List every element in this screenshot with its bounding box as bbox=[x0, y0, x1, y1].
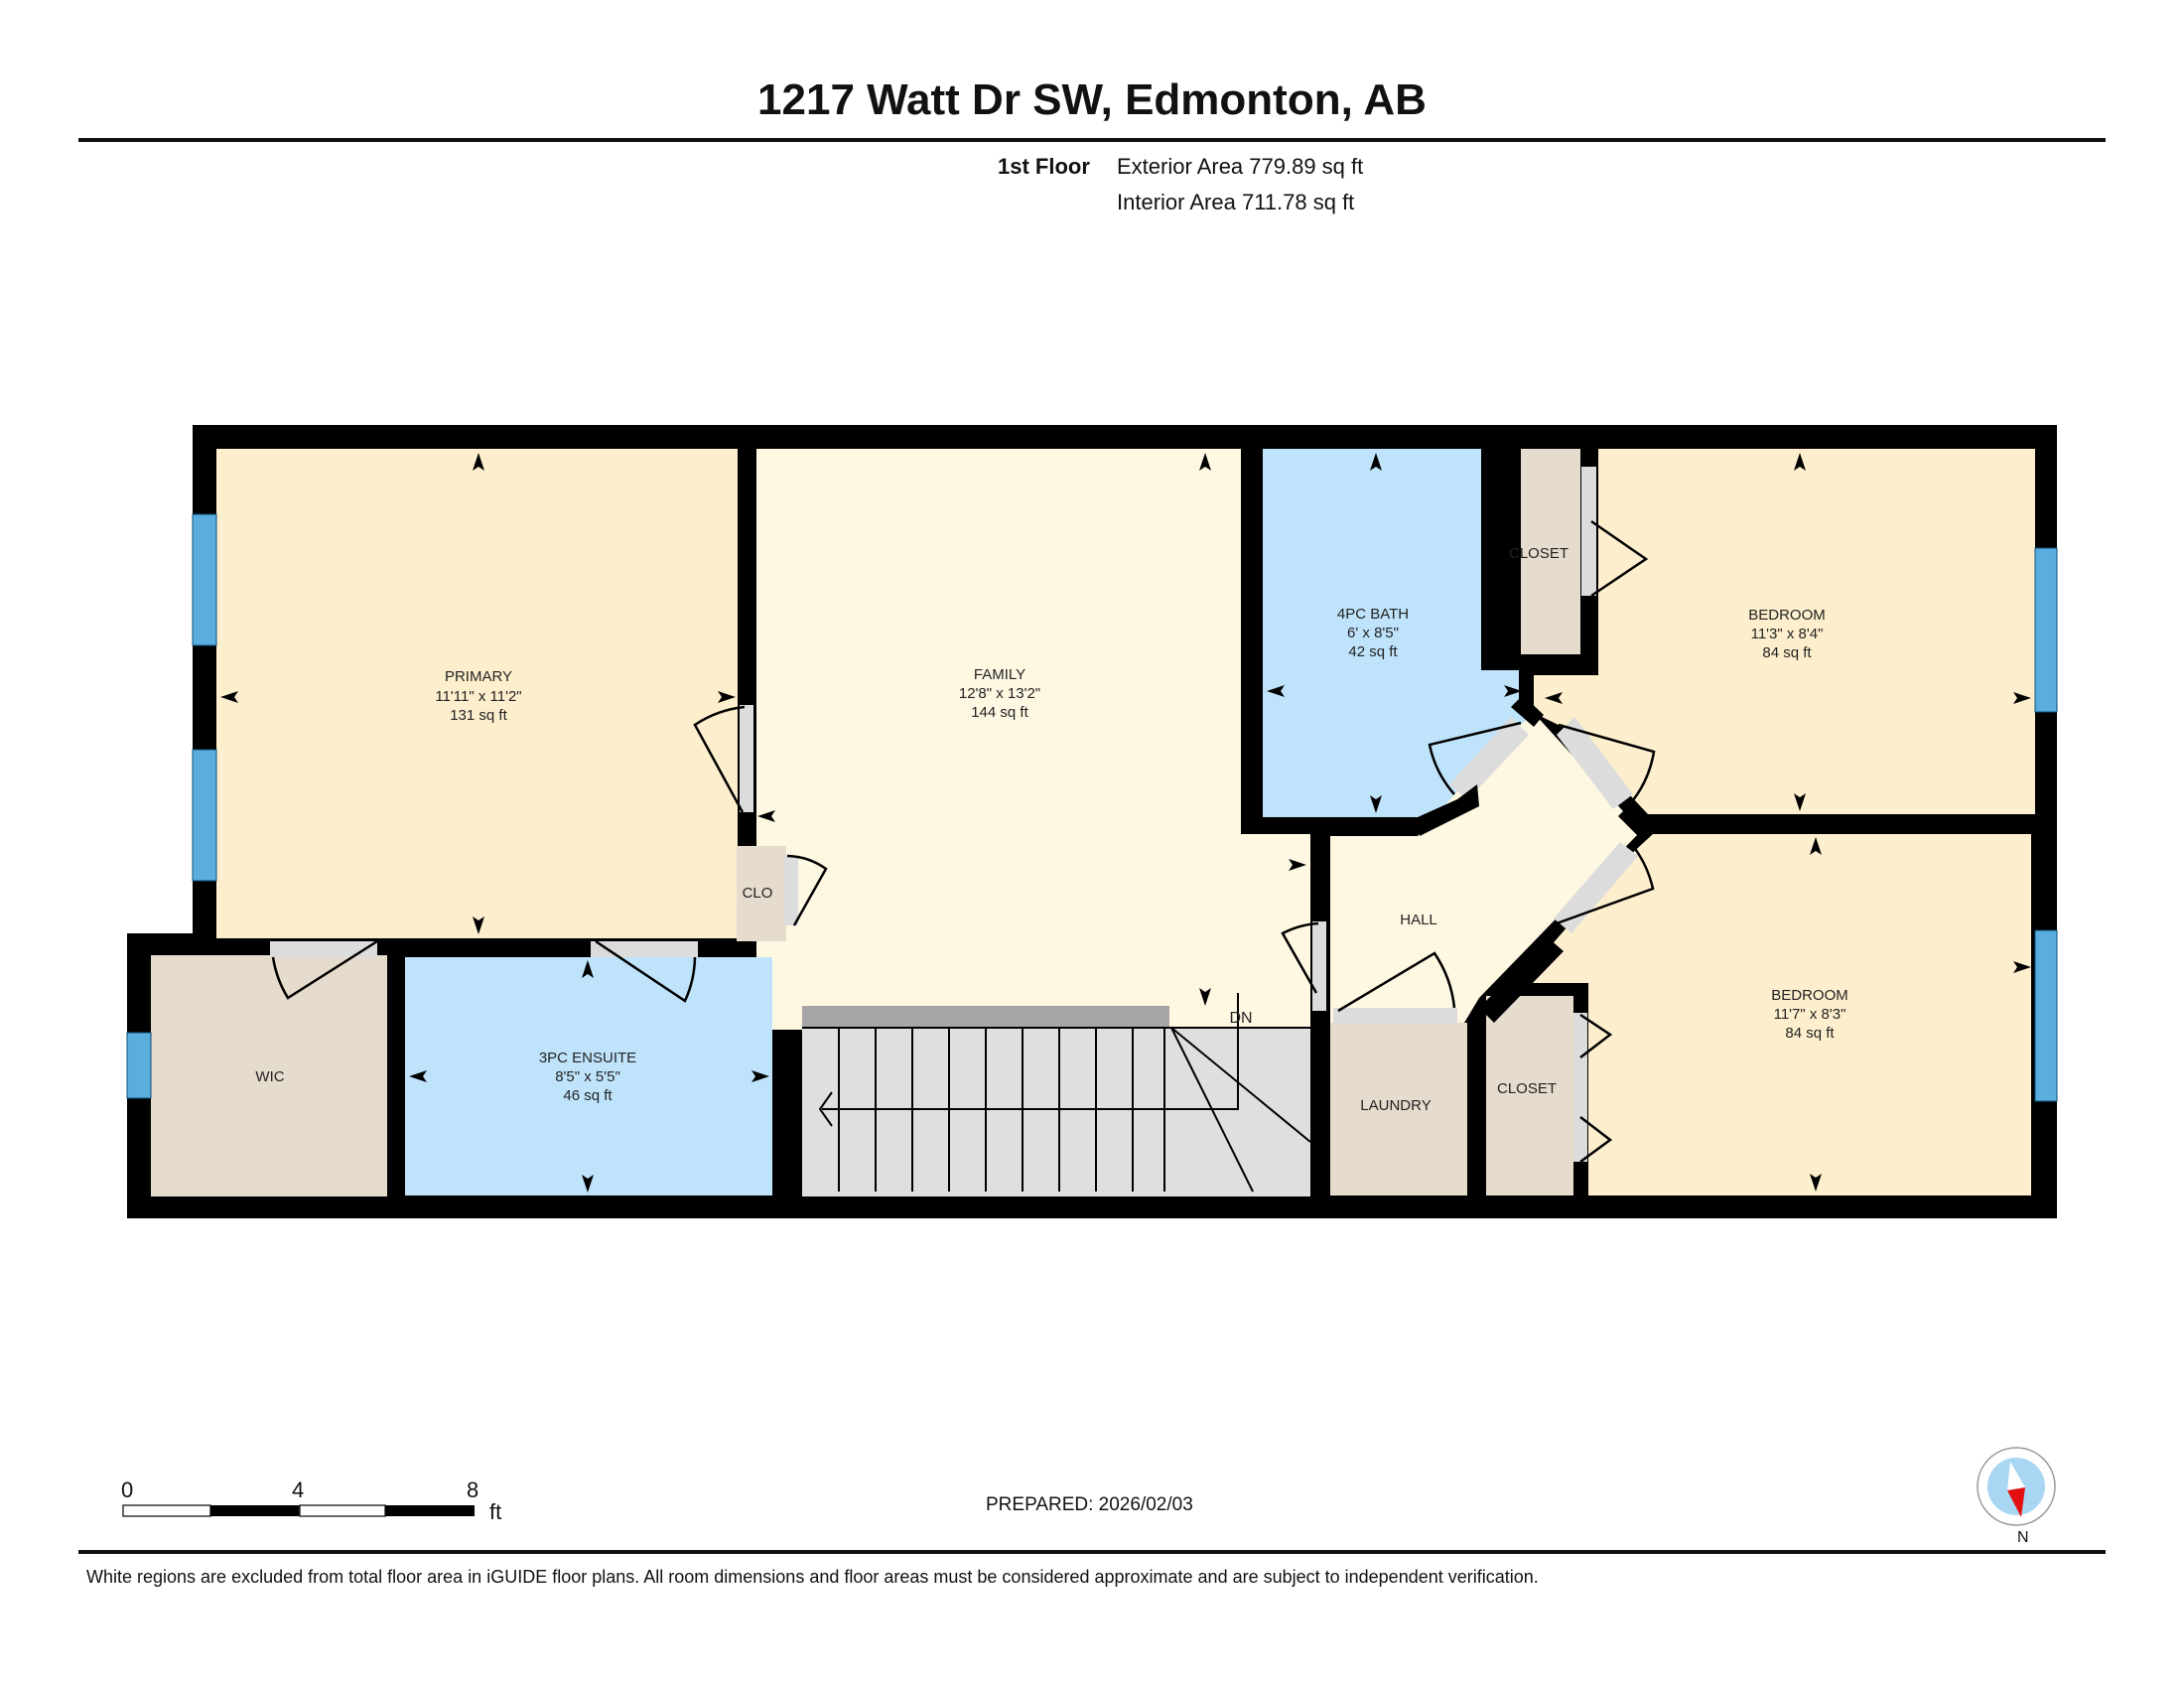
room-3pc-ensuite bbox=[405, 957, 772, 1196]
room-clo bbox=[737, 846, 786, 941]
window-primary-1 bbox=[192, 513, 217, 646]
footer-divider bbox=[78, 1550, 2106, 1554]
svg-text:HALL: HALL bbox=[1400, 912, 1437, 928]
dimension-markers bbox=[220, 453, 2031, 1193]
compass-north-label: N bbox=[2017, 1529, 2029, 1546]
room-bedroom-1 bbox=[1534, 449, 2035, 814]
svg-text:84 sq ft: 84 sq ft bbox=[1762, 644, 1812, 661]
stairs: DN bbox=[802, 993, 1311, 1193]
ensuite-dims: 8'5" x 5'5" bbox=[555, 1068, 620, 1085]
svg-text:42 sq ft: 42 sq ft bbox=[1348, 643, 1398, 660]
wic-name: WIC bbox=[255, 1068, 284, 1085]
exterior-area: Exterior Area 779.89 sq ft bbox=[1117, 154, 1364, 179]
hall-name: HALL bbox=[1400, 912, 1437, 928]
scale-unit: ft bbox=[489, 1499, 502, 1524]
stair-rail bbox=[802, 1006, 1169, 1028]
room-primary bbox=[216, 449, 738, 938]
floor-label: 1st Floor bbox=[998, 154, 1090, 179]
svg-text:CLOSET: CLOSET bbox=[1509, 545, 1569, 562]
family-dims: 12'8" x 13'2" bbox=[959, 685, 1040, 702]
closet-top-name: CLOSET bbox=[1509, 545, 1569, 562]
svg-text:4PC BATH: 4PC BATH bbox=[1337, 606, 1409, 623]
svg-text:FAMILY: FAMILY bbox=[974, 666, 1025, 683]
closet-bottom-name: CLOSET bbox=[1497, 1080, 1557, 1097]
svg-text:CLOSET: CLOSET bbox=[1497, 1080, 1557, 1097]
bedroom2-name: BEDROOM bbox=[1771, 987, 1848, 1004]
windows bbox=[126, 513, 2058, 1102]
scale-bar bbox=[122, 1504, 475, 1517]
bedroom2-dims: 11'7" x 8'3" bbox=[1774, 1006, 1846, 1023]
svg-text:12'8" x 13'2": 12'8" x 13'2" bbox=[959, 685, 1040, 702]
svg-text:11'11" x 11'2": 11'11" x 11'2" bbox=[435, 688, 521, 705]
room-closet-bottom bbox=[1486, 996, 1573, 1196]
scale-tick-8: 8 bbox=[467, 1477, 479, 1502]
svg-text:8'5" x 5'5": 8'5" x 5'5" bbox=[555, 1068, 620, 1085]
bedroom1-dims: 11'3" x 8'4" bbox=[1751, 626, 1824, 642]
window-primary-2 bbox=[192, 749, 217, 882]
svg-text:46 sq ft: 46 sq ft bbox=[563, 1087, 613, 1104]
room-labels: PRIMARY 11'11" x 11'2" 131 sq ft FAMILY … bbox=[255, 545, 1847, 1114]
scale-tick-4: 4 bbox=[292, 1477, 305, 1502]
room-hall bbox=[1330, 713, 1638, 1023]
stairs-dn-label: DN bbox=[1229, 1010, 1252, 1027]
clo-name: CLO bbox=[743, 885, 773, 902]
bedroom1-area: 84 sq ft bbox=[1762, 644, 1812, 661]
svg-text:LAUNDRY: LAUNDRY bbox=[1360, 1097, 1431, 1114]
compass-icon bbox=[1977, 1447, 2056, 1526]
ensuite-area: 46 sq ft bbox=[563, 1087, 613, 1104]
svg-text:11'7" x 8'3": 11'7" x 8'3" bbox=[1774, 1006, 1846, 1023]
svg-text:BEDROOM: BEDROOM bbox=[1771, 987, 1848, 1004]
svg-text:11'3" x 8'4": 11'3" x 8'4" bbox=[1751, 626, 1824, 642]
bath4pc-area: 42 sq ft bbox=[1348, 643, 1398, 660]
window-bedroom-2 bbox=[2034, 929, 2058, 1102]
svg-text:3PC ENSUITE: 3PC ENSUITE bbox=[539, 1050, 636, 1066]
family-area: 144 sq ft bbox=[971, 704, 1028, 721]
bedroom1-name: BEDROOM bbox=[1748, 607, 1826, 624]
room-fills bbox=[151, 449, 2035, 1196]
room-bedroom-2 bbox=[1519, 834, 2031, 1196]
room-closet-top bbox=[1521, 449, 1580, 654]
room-stairs bbox=[802, 1028, 1310, 1196]
primary-area: 131 sq ft bbox=[450, 707, 507, 724]
svg-text:CLO: CLO bbox=[743, 885, 773, 902]
prepared-date: PREPARED: 2026/02/03 bbox=[986, 1494, 1193, 1515]
page-title: 1217 Watt Dr SW, Edmonton, AB bbox=[757, 75, 1427, 124]
window-bedroom-1 bbox=[2034, 547, 2058, 713]
disclaimer-text: White regions are excluded from total fl… bbox=[86, 1567, 1539, 1587]
family-name: FAMILY bbox=[974, 666, 1025, 683]
svg-text:131 sq ft: 131 sq ft bbox=[450, 707, 507, 724]
bath4pc-dims: 6' x 8'5" bbox=[1347, 625, 1399, 641]
svg-text:WIC: WIC bbox=[255, 1068, 284, 1085]
ensuite-name: 3PC ENSUITE bbox=[539, 1050, 636, 1066]
room-4pc-bath bbox=[1263, 449, 1534, 817]
svg-text:144 sq ft: 144 sq ft bbox=[971, 704, 1028, 721]
svg-text:BEDROOM: BEDROOM bbox=[1748, 607, 1826, 624]
room-laundry bbox=[1330, 1023, 1467, 1196]
title-divider bbox=[78, 138, 2106, 142]
interior-area: Interior Area 711.78 sq ft bbox=[1117, 190, 1355, 214]
bedroom2-area: 84 sq ft bbox=[1785, 1025, 1835, 1042]
bath4pc-name: 4PC BATH bbox=[1337, 606, 1409, 623]
laundry-name: LAUNDRY bbox=[1360, 1097, 1431, 1114]
room-wic bbox=[151, 955, 387, 1196]
primary-name: PRIMARY bbox=[445, 668, 512, 685]
svg-text:6' x 8'5": 6' x 8'5" bbox=[1347, 625, 1399, 641]
svg-text:84 sq ft: 84 sq ft bbox=[1785, 1025, 1835, 1042]
primary-dims: 11'11" x 11'2" bbox=[435, 688, 521, 705]
doors bbox=[270, 467, 1656, 1164]
svg-text:PRIMARY: PRIMARY bbox=[445, 668, 512, 685]
window-wic bbox=[126, 1032, 152, 1099]
scale-tick-0: 0 bbox=[121, 1477, 134, 1502]
